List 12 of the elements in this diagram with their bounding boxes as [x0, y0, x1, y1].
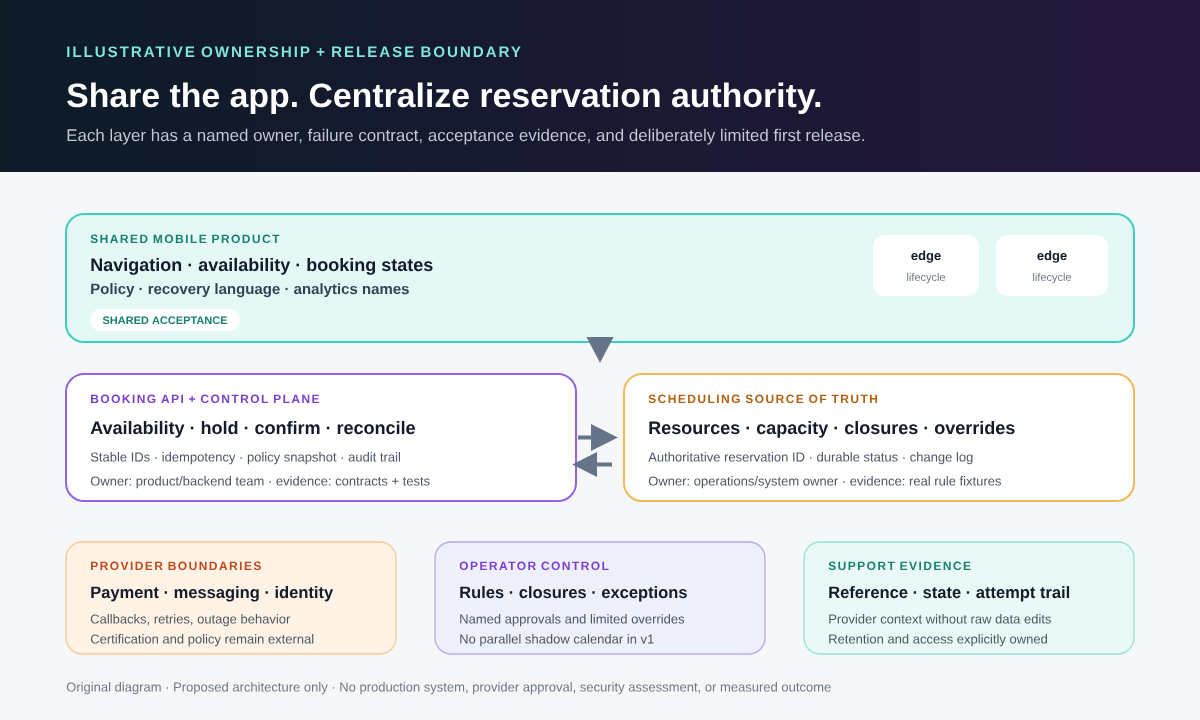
- footnote: Original diagram · Proposed architecture only · No production system, provider approval, security assessment, or measured outcome: [66, 682, 831, 695]
- subtitle: Each layer has a named owner, failure contract, acceptance evidence, and deliberately limited first release.: [67, 128, 864, 145]
- tag-pill: SHARED ACCEPTANCE: [90, 309, 240, 331]
- layer-box: OPERATOR CONTROL Rules · closures · exceptions Named approvals and limited overrides No parallel shadow calendar in v1: [434, 541, 766, 655]
- eyebrow-label: ILLUSTRATIVE OWNERSHIP + RELEASE BOUNDARY: [67, 46, 521, 58]
- title: Share the app. Centralize reservation authority.: [67, 82, 821, 114]
- layer-box: SCHEDULING SOURCE OF TRUTH Resources · capacity · closures · overrides Authoritative reservation ID · durable status · change log Owner: operations/system owner · evidence: real rule fixtures: [623, 373, 1135, 502]
- layer-box: SUPPORT EVIDENCE Reference · state · attempt trail Provider context without raw data edits Retention and access explicitly owned: [803, 541, 1135, 655]
- layer-box: BOOKING API + CONTROL PLANE Availability · hold · confirm · reconcile Stable IDs · idempotency · policy snapshot · audit trail Owner: product/backend team · evidence: contracts + tests: [65, 373, 577, 502]
- platform-card: edge lifecycle: [873, 235, 979, 296]
- platform-card: edge lifecycle: [996, 235, 1108, 296]
- layer-box: PROVIDER BOUNDARIES Payment · messaging · identity Callbacks, retries, outage behavior Certification and policy remain external: [65, 541, 397, 655]
